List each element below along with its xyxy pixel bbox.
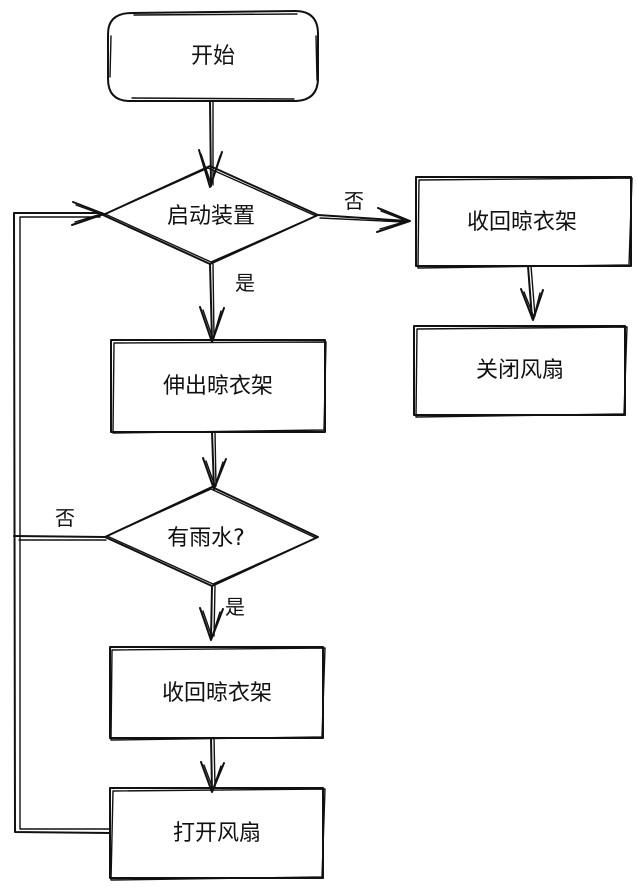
decision-start-device-sketch: [104, 167, 317, 263]
edge-start-device-no: 否: [317, 189, 411, 233]
process-extend-rack[interactable]: 伸出晾衣架: [110, 339, 327, 434]
process-open-fan-sketch: [110, 788, 326, 881]
edge-has-rain-yes: 是: [199, 585, 245, 641]
process-retract-rack-right-label: 收回晾衣架: [467, 210, 577, 235]
decision-start-device-label: 启动装置: [167, 204, 255, 229]
edge-retract-to-fan: [200, 737, 225, 793]
process-retract-rack-right[interactable]: 收回晾衣架: [415, 176, 633, 269]
edge-has-rain-no-label: 否: [55, 506, 75, 530]
decision-has-rain-label: 有雨水?: [167, 526, 245, 551]
process-extend-rack-sketch: [112, 341, 327, 434]
edge-open-fan-loop: [13, 201, 111, 834]
start-node[interactable]: 开始: [107, 10, 319, 102]
decision-has-rain-sketch: [106, 488, 317, 585]
edge-start-to-start-device: [198, 100, 223, 188]
edge-start-device-yes-label: 是: [235, 271, 255, 295]
process-retract-rack-left-sketch: [110, 647, 326, 741]
start-node-shape: [107, 10, 319, 102]
process-open-fan-label: 打开风扇: [173, 821, 261, 846]
process-close-fan-sketch: [415, 326, 628, 418]
decision-start-device[interactable]: 启动装置: [102, 165, 319, 265]
edge-has-rain-yes-label: 是: [225, 595, 245, 619]
process-close-fan[interactable]: 关闭风扇: [413, 325, 628, 418]
decision-has-rain[interactable]: 有雨水?: [104, 486, 319, 587]
process-close-fan-label: 关闭风扇: [476, 358, 564, 383]
edge-start-device-no-label: 否: [344, 189, 364, 213]
process-retract-rack-left[interactable]: 收回晾衣架: [109, 646, 326, 741]
process-open-fan[interactable]: 打开风扇: [109, 787, 326, 881]
edge-start-device-yes: 是: [199, 263, 255, 343]
start-node-label: 开始: [191, 44, 235, 69]
process-retract-rack-left-label: 收回晾衣架: [162, 681, 272, 706]
process-retract-rack-right-sketch: [417, 177, 633, 269]
start-node-sketch: [109, 13, 318, 100]
process-extend-rack-label: 伸出晾衣架: [163, 374, 273, 399]
edge-retract-right-to-close-fan: [520, 265, 544, 321]
edge-has-rain-no: 否: [13, 506, 107, 541]
edge-extend-to-rain: [202, 431, 227, 490]
